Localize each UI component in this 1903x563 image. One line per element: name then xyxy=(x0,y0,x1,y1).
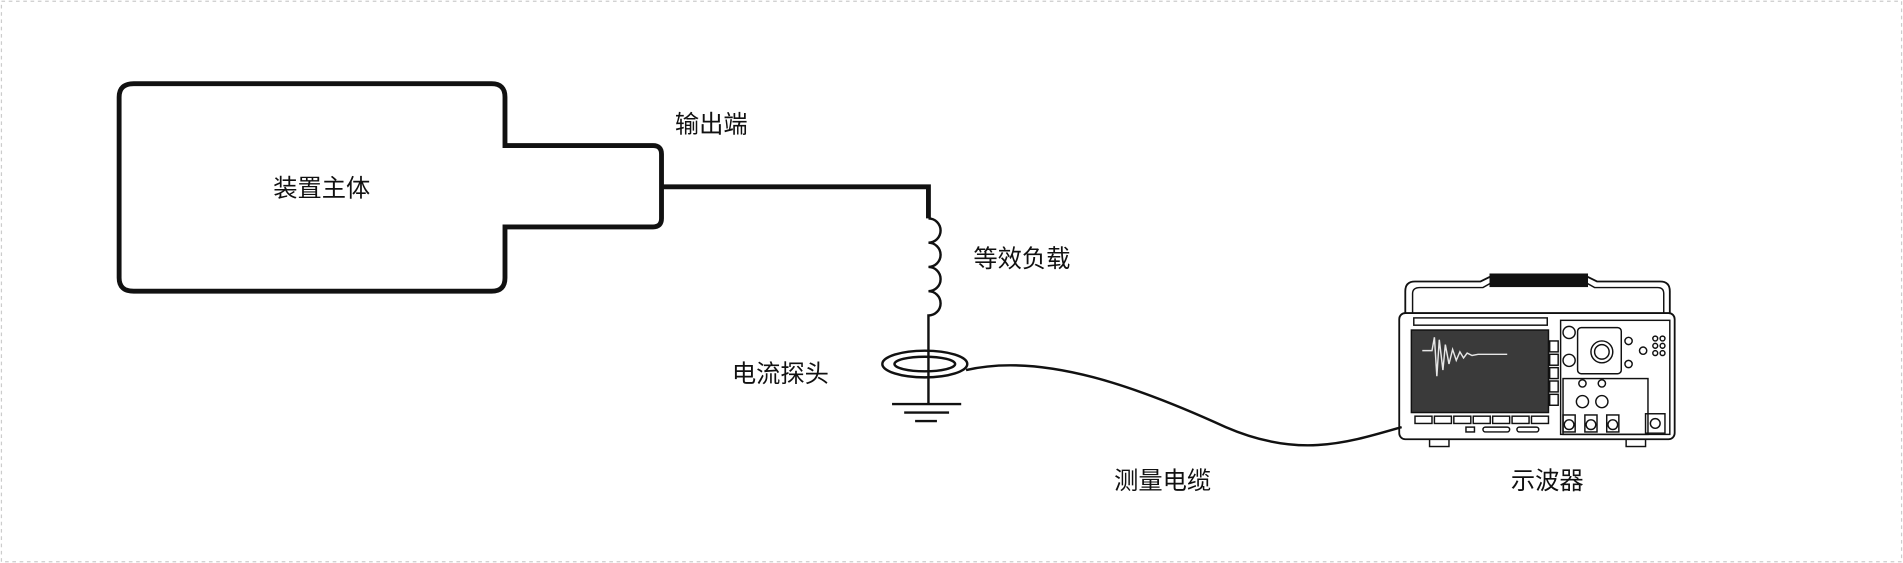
inductor-icon xyxy=(927,217,942,405)
equivalent-load-label: 等效负载 xyxy=(973,244,1070,273)
ground-icon xyxy=(892,402,962,423)
oscilloscope-icon xyxy=(1398,273,1676,448)
oscilloscope-label: 示波器 xyxy=(1511,466,1584,495)
device-body-label: 装置主体 xyxy=(273,174,370,203)
current-probe-label: 电流探头 xyxy=(732,359,829,388)
output-terminal-label: 输出端 xyxy=(675,109,748,138)
output-wire xyxy=(661,184,931,219)
current-probe-icon xyxy=(881,349,969,379)
device-body-shape xyxy=(116,81,664,294)
measurement-cable xyxy=(965,364,1402,447)
measurement-cable-label: 测量电缆 xyxy=(1114,466,1211,495)
